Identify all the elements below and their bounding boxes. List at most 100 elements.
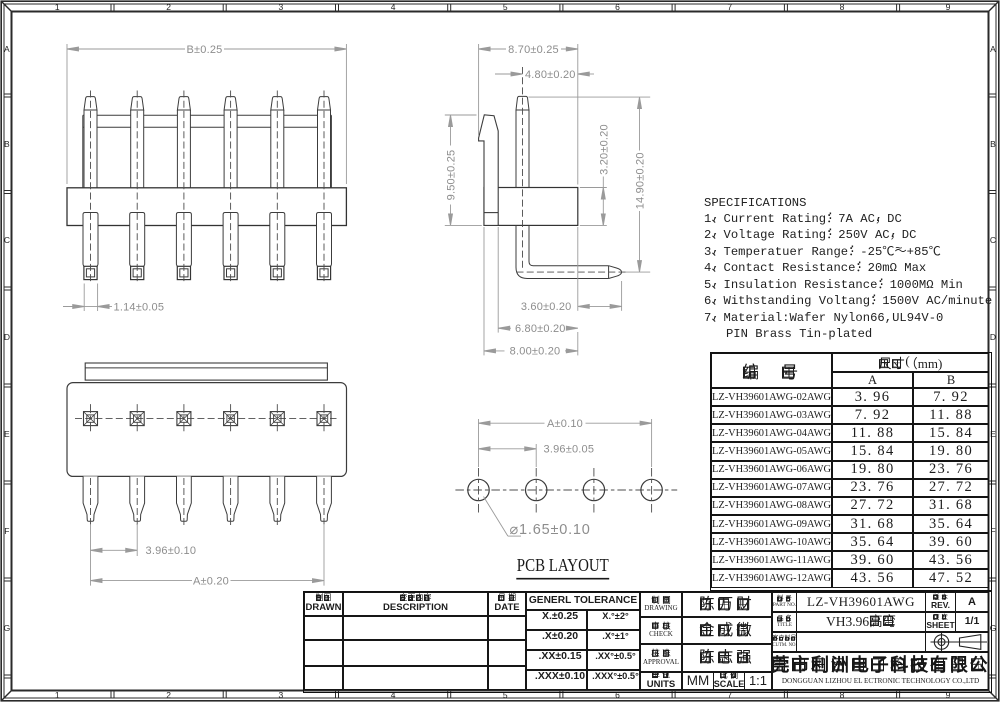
dim-a-cell: 27. 72 — [832, 496, 913, 515]
title-value: VH3.96高弯 — [796, 612, 926, 632]
part-number-cell-text: LZ-VH39601AWG-07AWG — [712, 482, 831, 494]
tolerance-linear-text: .X±0.20 — [541, 630, 579, 642]
dim-b-cell-text: 47. 52 — [928, 569, 974, 586]
check-name-text: 金成微 — [699, 621, 755, 639]
drawn-header-cn: 制图 — [315, 593, 332, 603]
parts-table-dim-header-text: 尺寸（mm) — [879, 353, 943, 372]
dim-a-cell: 43. 56 — [832, 569, 913, 588]
frame-column-label: 3 — [278, 691, 283, 700]
rev-value: A — [955, 592, 989, 612]
dim-b-cell-text: 27. 72 — [928, 479, 974, 496]
dim-a-cell: 23. 76 — [832, 478, 913, 497]
parts-table-col-b-text: B — [946, 372, 956, 387]
customer-value — [796, 632, 926, 652]
frame-row-label-text: D — [989, 331, 997, 342]
scale-label-en: SCALE — [713, 679, 745, 690]
dim-b-cell: 11. 88 — [913, 406, 989, 425]
tolerance-angular: .X°±1° — [587, 630, 640, 650]
part-no-label-en: PART NO. — [772, 601, 797, 608]
frame-row-label-text: A — [990, 43, 996, 54]
frame-row-label: E — [4, 430, 10, 439]
frame-column-label: 5 — [503, 691, 508, 700]
dim-a-cell: 15. 84 — [832, 442, 913, 461]
part-number-cell: LZ-VH39601AWG-07AWG — [711, 478, 832, 497]
dim-front-overall-width: B±0.25 — [187, 44, 223, 56]
parts-table-part-header-text: 编 号 — [742, 363, 801, 382]
dim-b-cell-text: 23. 76 — [928, 461, 974, 478]
drawing-name-text: 陈万财 — [699, 595, 755, 613]
frame-column-label: 2 — [166, 691, 171, 700]
drawing-name: 陈万财 — [682, 592, 772, 617]
tolerance-angular-text: .XX°±0.5° — [595, 651, 636, 661]
dim-side-body-height: 9.50±0.25 — [446, 150, 458, 201]
part-number-cell-text: LZ-VH39601AWG-04AWG — [712, 427, 831, 439]
revision-empty-cell — [304, 666, 343, 690]
dim-b-cell: 27. 72 — [913, 478, 989, 497]
rev-label-cn: 版 本 — [933, 593, 948, 601]
company-name-cn: 东莞市利洲电子科技有限公司 — [773, 655, 988, 676]
dim-b-cell: 43. 56 — [913, 551, 989, 570]
dim-a-cell: 11. 88 — [832, 424, 913, 443]
scale-label-cn: 比 例 — [719, 672, 739, 680]
frame-column-label-text: 2 — [166, 689, 171, 700]
part-number-cell-text: LZ-VH39601AWG-12AWG — [712, 572, 831, 584]
dim-b-cell: 19. 80 — [913, 442, 989, 461]
part-no-value: LZ-VH39601AWG — [796, 592, 926, 612]
revision-empty-cell — [488, 640, 526, 666]
frame-column-label-text: 9 — [945, 689, 951, 700]
frame-column-label: 9 — [946, 691, 951, 700]
company-cell: 东莞市利洲电子科技有限公司DONGGUAN LIZHOU EL ECTRONIC… — [772, 652, 989, 690]
frame-column-label-text: 1 — [54, 689, 60, 700]
part-no-value-text: LZ-VH39601AWG — [807, 593, 915, 609]
frame-row-label: F — [990, 527, 995, 536]
dim-a-cell-text: 27. 72 — [850, 497, 895, 514]
specification-line: 1、Current Rating：7A AC，DC — [704, 211, 1000, 227]
frame-column-label: 6 — [615, 3, 620, 12]
frame-row-label: A — [4, 44, 10, 54]
units-value-text: MM — [686, 672, 710, 688]
dim-pcb-overall: A±0.10 — [547, 418, 583, 430]
approval-name: 陈志强 — [682, 644, 772, 672]
revision-empty-cell — [304, 640, 343, 666]
dim-a-cell: 31. 68 — [832, 514, 913, 534]
revision-empty-cell — [343, 666, 488, 690]
dim-a-cell-text: 3. 96 — [854, 388, 891, 405]
frame-row-label-text: E — [990, 428, 996, 439]
title-label-en: TITLE — [777, 621, 792, 628]
approval-label-en: APPROVAL — [642, 657, 680, 666]
tolerance-linear: .X±0.20 — [526, 630, 587, 650]
dim-side-pin-tail: 3.60±0.20 — [521, 301, 572, 313]
side-view: 8.70±0.25 4.80±0.20 9.50±0.25 3.20±0.20 … — [444, 44, 651, 358]
check-label-en: CHECK — [649, 630, 673, 639]
sheet-value: 1/1 — [955, 612, 989, 632]
tolerance-angular-text: X.°±2° — [602, 611, 629, 621]
tolerance-angular: X.°±2° — [587, 610, 640, 630]
specification-line-text: 4、Contact Resistance：20mΩ Max — [704, 261, 926, 275]
dim-b-cell: 23. 76 — [913, 460, 989, 479]
dim-a-cell-text: 15. 84 — [850, 442, 895, 459]
frame-row-label-text: D — [3, 331, 10, 342]
frame-row-label: G — [990, 624, 997, 633]
description-header-en: DESCRIPTION — [383, 602, 448, 614]
frame-column-label: 8 — [840, 691, 845, 700]
date-header-en: DATE — [494, 602, 520, 614]
third-angle-projection-icon — [930, 633, 987, 651]
dim-b-cell: 39. 60 — [913, 533, 989, 552]
part-number-cell: LZ-VH39601AWG-05AWG — [711, 442, 832, 461]
frame-column-label: 1 — [55, 3, 60, 12]
approval-label-cn: 核 准 — [651, 648, 671, 659]
parts-table-part-header: 编 号 — [711, 353, 832, 388]
tolerance-angular: .XXX°±0.5° — [587, 670, 640, 690]
frame-row-label: C — [990, 236, 996, 245]
check-name: 金成微 — [682, 617, 772, 644]
approval-name-text: 陈志强 — [699, 649, 755, 667]
specification-line-text: PIN Brass Tin-plated — [704, 327, 873, 342]
frame-column-label: 7 — [727, 691, 732, 700]
tolerance-title-text: GENERL TOLERANCE — [528, 595, 638, 607]
dim-a-cell: 3. 96 — [832, 388, 913, 407]
frame-column-label-text: 9 — [945, 1, 951, 12]
